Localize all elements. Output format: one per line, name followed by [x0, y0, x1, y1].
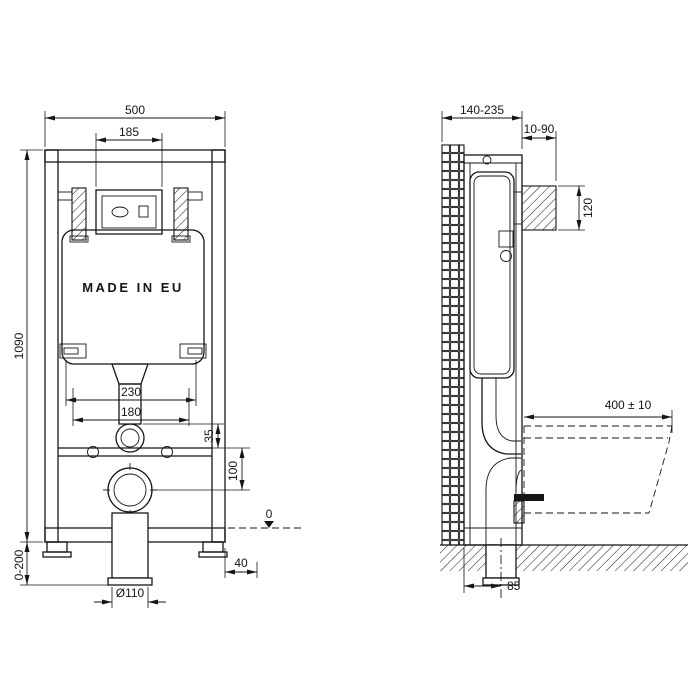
flush-pipe — [111, 363, 149, 453]
dim-plate-width: 185 — [95, 125, 163, 187]
dim-height-total-label: 1090 — [12, 332, 26, 359]
dim-rail-to-drain: 100 — [152, 448, 250, 491]
dim-plate-depth-range: 10-90 — [522, 122, 557, 181]
level-zero-label: 0 — [266, 507, 273, 521]
dim-side-offset-label: 40 — [234, 556, 248, 570]
bolt-hole-left — [87, 446, 99, 458]
dim-plate-width-label: 185 — [119, 125, 139, 139]
dim-rail-to-drain-label: 100 — [226, 461, 240, 481]
dim-width-total-label: 500 — [125, 103, 145, 117]
dim-depth-range-label: 140-235 — [460, 103, 504, 117]
flush-button-icon — [111, 206, 129, 218]
dim-fixing-inner: 180 — [72, 388, 190, 426]
cistern-label: MADE IN EU — [82, 280, 184, 295]
dim-wall-to-drain: 85 — [463, 538, 521, 598]
dim-side-offset: 40 — [224, 548, 258, 578]
dim-pipe-offset-label: 35 — [202, 429, 216, 443]
wall-brackets — [57, 187, 203, 243]
fill-valve — [498, 230, 514, 248]
dim-height-adjust-label: 0-200 — [12, 549, 26, 580]
bowl-bracket — [513, 494, 544, 524]
dim-bowl-length: 400 ± 10 — [524, 398, 673, 433]
dim-plate-height: 120 — [558, 185, 595, 231]
dim-height-total: 1090 — [12, 149, 43, 543]
dim-width-total: 500 — [44, 103, 226, 147]
mounting-frame — [42, 149, 228, 558]
level-triangle-icon — [264, 521, 274, 528]
side-view: 140-235 10-90 120 400 ± 10 85 — [440, 103, 688, 598]
dim-fixing-outer-label: 230 — [121, 385, 141, 399]
floor-section — [440, 544, 688, 571]
dim-fixing-inner-label: 180 — [121, 405, 141, 419]
dim-fixing-outer: 230 — [65, 360, 197, 406]
cross-rail — [58, 446, 212, 458]
drain-connection — [103, 463, 157, 586]
flush-duct — [481, 378, 522, 545]
left-foot — [46, 541, 68, 553]
flush-plate-housing — [513, 185, 557, 231]
level-zero-mark: 0 — [228, 507, 302, 529]
bolt-hole-right — [161, 446, 173, 458]
dim-plate-height-label: 120 — [581, 198, 595, 218]
wall-section — [441, 144, 465, 546]
right-foot — [202, 541, 224, 553]
front-view: MADE IN EU — [12, 103, 302, 608]
dim-plate-depth-range-label: 10-90 — [524, 122, 555, 136]
toilet-bowl-outline — [523, 425, 673, 514]
top-bolt-icon — [482, 155, 492, 165]
dim-height-adjust: 0-200 — [12, 542, 108, 586]
dim-bowl-length-label: 400 ± 10 — [605, 398, 652, 412]
dim-pipe-offset: 35 — [143, 423, 250, 449]
flush-bend — [115, 423, 145, 453]
frame-profile — [463, 154, 523, 546]
flush-plate — [95, 189, 163, 235]
dim-drain-diameter: Ø110 — [94, 586, 166, 608]
dim-drain-diameter-label: Ø110 — [116, 586, 145, 600]
dim-depth-range: 140-235 — [441, 103, 523, 149]
dim-wall-to-drain-label: 85 — [507, 579, 521, 593]
drain-pipe — [111, 512, 149, 579]
cistern-profile — [469, 171, 515, 379]
fixing-tabs — [59, 343, 207, 359]
